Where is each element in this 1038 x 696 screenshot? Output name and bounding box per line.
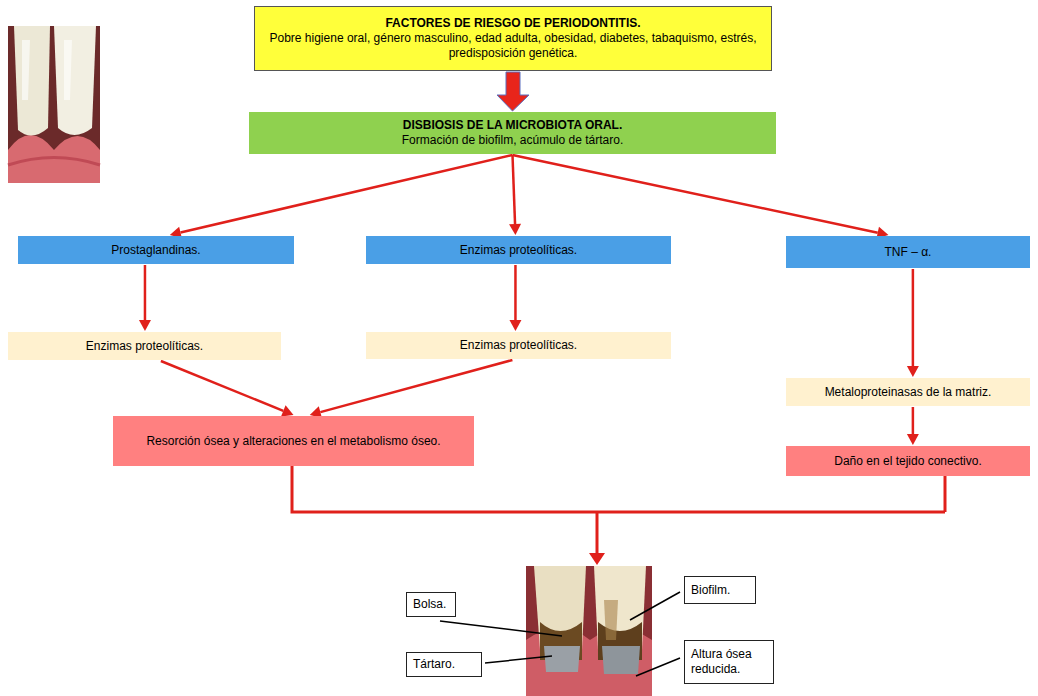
effector-box: Metaloproteinasas de la matriz. [786, 378, 1030, 406]
connector-line [320, 360, 512, 412]
arrow-head [907, 366, 919, 377]
box-text: Prostaglandinas. [111, 243, 200, 258]
connector-arrow [139, 265, 151, 331]
connector-line [513, 155, 516, 224]
healthy-teeth-photo [8, 26, 100, 183]
callout-box: Biofilm. [684, 576, 756, 604]
mediator-box: TNF – α. [786, 236, 1030, 268]
connector-line [181, 155, 513, 232]
callout-box: Altura ósea reducida. [684, 640, 774, 684]
box-text: TNF – α. [885, 245, 932, 260]
box-text: Resorción ósea y alteraciones en el meta… [146, 434, 440, 449]
box-text: Enzimas proteolíticas. [460, 243, 577, 258]
callout-box: Bolsa. [406, 592, 456, 617]
connector-arrow [161, 361, 294, 416]
outcome-box: Resorción ósea y alteraciones en el meta… [113, 416, 474, 466]
connector-line [912, 407, 915, 434]
connector-line [912, 269, 915, 366]
box-text: Bolsa. [413, 597, 446, 612]
effector-box: Enzimas proteolíticas. [366, 332, 671, 359]
arrow-head [907, 434, 919, 445]
callout-box: Tártaro. [406, 652, 482, 677]
arrow-head [509, 320, 521, 331]
connector-arrow [310, 360, 513, 418]
mediator-box: Prostaglandinas. [18, 236, 294, 264]
connector-arrow [509, 265, 521, 331]
risk-factors-box: FACTORES DE RIESGO DE PERIODONTITIS.Pobr… [254, 6, 772, 71]
connector-line [161, 361, 283, 411]
block-arrow [497, 72, 529, 111]
connector-line [144, 265, 147, 320]
box-text: Biofilm. [691, 583, 730, 598]
connector-arrow [907, 407, 919, 445]
connector-line [513, 155, 878, 233]
outcome-box: Daño en el tejido conectivo. [786, 446, 1030, 476]
arrow-head [509, 224, 521, 235]
box-text: Formación de biofilm, acúmulo de tártaro… [402, 133, 623, 148]
box-text: Altura ósea reducida. [691, 647, 767, 677]
merge-lines [292, 466, 945, 554]
box-text: Enzimas proteolíticas. [460, 338, 577, 353]
box-text: Pobre higiene oral, género masculino, ed… [263, 31, 763, 61]
connector-arrow [509, 155, 521, 235]
connector-arrow [513, 155, 889, 239]
box-heading: FACTORES DE RIESGO DE PERIODONTITIS. [385, 16, 640, 31]
connector-arrow [497, 72, 529, 111]
connector-line [514, 265, 517, 320]
arrow-head [139, 320, 151, 331]
connector-arrow [170, 155, 513, 238]
box-text: Tártaro. [413, 657, 455, 672]
dysbiosis-box: DISBIOSIS DE LA MICROBIOTA ORAL.Formació… [249, 112, 776, 154]
box-text: Daño en el tejido conectivo. [834, 454, 981, 469]
arrow-head [281, 405, 293, 416]
mediator-box: Enzimas proteolíticas. [366, 236, 671, 264]
periodontitis-teeth-photo [526, 566, 652, 696]
arrow-head [589, 553, 605, 565]
box-heading: DISBIOSIS DE LA MICROBIOTA ORAL. [403, 118, 623, 133]
effector-box: Enzimas proteolíticas. [8, 332, 281, 360]
connector-arrow [907, 269, 919, 377]
box-text: Enzimas proteolíticas. [86, 339, 203, 354]
box-text: Metaloproteinasas de la matriz. [825, 385, 992, 400]
